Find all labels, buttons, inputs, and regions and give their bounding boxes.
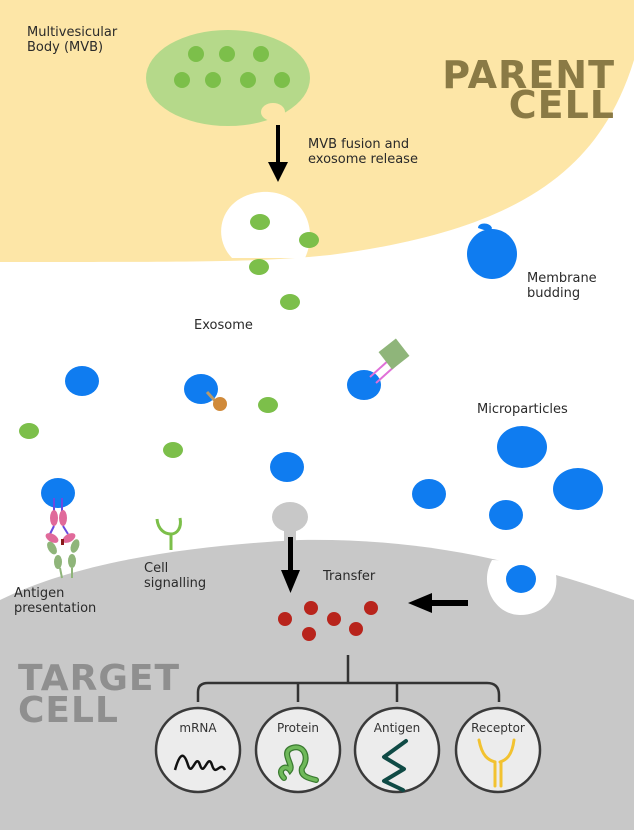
fusion-label-line1: MVB fusion and bbox=[308, 137, 409, 152]
budding-label-line1: Membrane bbox=[527, 271, 597, 286]
exosome bbox=[249, 259, 269, 275]
cargo-label: Protein bbox=[277, 721, 319, 735]
cargo-molecules bbox=[278, 601, 378, 641]
microparticle bbox=[489, 500, 523, 530]
parent-cell-title-line1: PARENT bbox=[442, 53, 615, 97]
transfer-label: Transfer bbox=[322, 569, 376, 584]
budding-label-line2: budding bbox=[527, 286, 580, 301]
microparticle bbox=[497, 426, 547, 468]
mvb-vesicle bbox=[274, 72, 290, 88]
transfer-down-arrow-icon bbox=[281, 537, 300, 593]
docking-vesicle bbox=[272, 502, 308, 542]
microparticle bbox=[506, 565, 536, 593]
cargo-molecule bbox=[349, 622, 363, 636]
microparticle bbox=[41, 478, 75, 508]
exosomes bbox=[19, 214, 319, 458]
signalling-receptor-icon bbox=[155, 517, 182, 550]
microparticle bbox=[270, 452, 304, 482]
microparticle bbox=[347, 370, 381, 400]
cargo-molecule bbox=[327, 612, 341, 626]
cargo-type-receptor: Receptor bbox=[454, 706, 542, 794]
fusion-label-line2: exosome release bbox=[308, 152, 418, 167]
membrane-bud bbox=[467, 223, 517, 279]
receptor-cargo-icon bbox=[369, 338, 410, 384]
target-cell-title-line1: TARGET bbox=[18, 658, 180, 699]
cargo-type-antigen: Antigen bbox=[353, 706, 441, 794]
mvb-fusion-bud bbox=[261, 103, 285, 121]
exosome bbox=[163, 442, 183, 458]
cargo-tree-connector bbox=[196, 655, 501, 702]
antigen-presentation-label-line1: Antigen bbox=[14, 586, 64, 601]
parent-cell-title-line2: CELL bbox=[509, 83, 615, 127]
exosome bbox=[19, 423, 39, 439]
receptor-y-icon bbox=[477, 738, 516, 788]
microparticles-label: Microparticles bbox=[477, 402, 568, 417]
cargo-molecule bbox=[304, 601, 318, 615]
mvb-vesicle bbox=[219, 46, 235, 62]
mvb-vesicle bbox=[205, 72, 221, 88]
cargo-molecule bbox=[278, 612, 292, 626]
mvb-label-line1: Multivesicular bbox=[27, 25, 118, 40]
antigen-presentation-label-line2: presentation bbox=[14, 601, 96, 616]
cargo-molecule bbox=[364, 601, 378, 615]
signalling-label-line1: Cell bbox=[144, 561, 168, 576]
mvb-vesicle bbox=[240, 72, 256, 88]
microparticle bbox=[553, 468, 603, 510]
cargo-type-mrna: mRNA bbox=[154, 706, 242, 794]
mvb-vesicles bbox=[174, 46, 290, 88]
ligand-icon bbox=[205, 390, 227, 411]
microparticles bbox=[41, 366, 603, 593]
mrna-wave-icon bbox=[173, 754, 227, 772]
microparticle bbox=[412, 479, 446, 509]
cargo-label: Antigen bbox=[374, 721, 420, 735]
mvb-label-line2: Body (MVB) bbox=[27, 40, 103, 55]
mvb-vesicle bbox=[188, 46, 204, 62]
cargo-label: Receptor bbox=[471, 721, 525, 735]
antigen-presentation-complex-icon bbox=[45, 498, 80, 579]
target-cell-title-line2: CELL bbox=[18, 690, 119, 731]
cargo-molecule bbox=[302, 627, 316, 641]
mvb-vesicle bbox=[253, 46, 269, 62]
exosome bbox=[280, 294, 300, 310]
exosome bbox=[250, 214, 270, 230]
mvb-vesicle bbox=[174, 72, 190, 88]
fusion-arrow-icon bbox=[268, 125, 288, 182]
antigen-zigzag-icon bbox=[382, 739, 408, 792]
microparticle bbox=[65, 366, 99, 396]
exosome-label: Exosome bbox=[194, 318, 253, 333]
exosome bbox=[299, 232, 319, 248]
signalling-label-line2: signalling bbox=[144, 576, 206, 591]
transfer-left-arrow-icon bbox=[408, 593, 468, 613]
cargo-label: mRNA bbox=[179, 721, 217, 735]
exosome bbox=[258, 397, 278, 413]
cargo-type-protein: Protein bbox=[254, 706, 342, 794]
